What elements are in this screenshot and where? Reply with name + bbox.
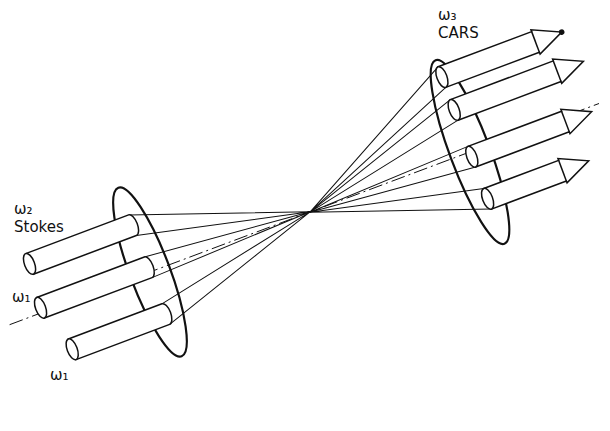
beam-label: ω₁ xyxy=(50,366,69,384)
beam-label: ω₃ CARS xyxy=(438,6,479,42)
beam-cone xyxy=(310,152,492,269)
laser-beam xyxy=(32,255,157,320)
beam-label: ω₁ xyxy=(12,288,31,306)
beam-label: ω₂ Stokes xyxy=(14,200,64,236)
beam-cone xyxy=(129,155,311,272)
beam-cone xyxy=(278,67,470,212)
beam-cone xyxy=(290,100,470,213)
laser-beam xyxy=(64,302,175,361)
beam-cone xyxy=(150,212,330,325)
